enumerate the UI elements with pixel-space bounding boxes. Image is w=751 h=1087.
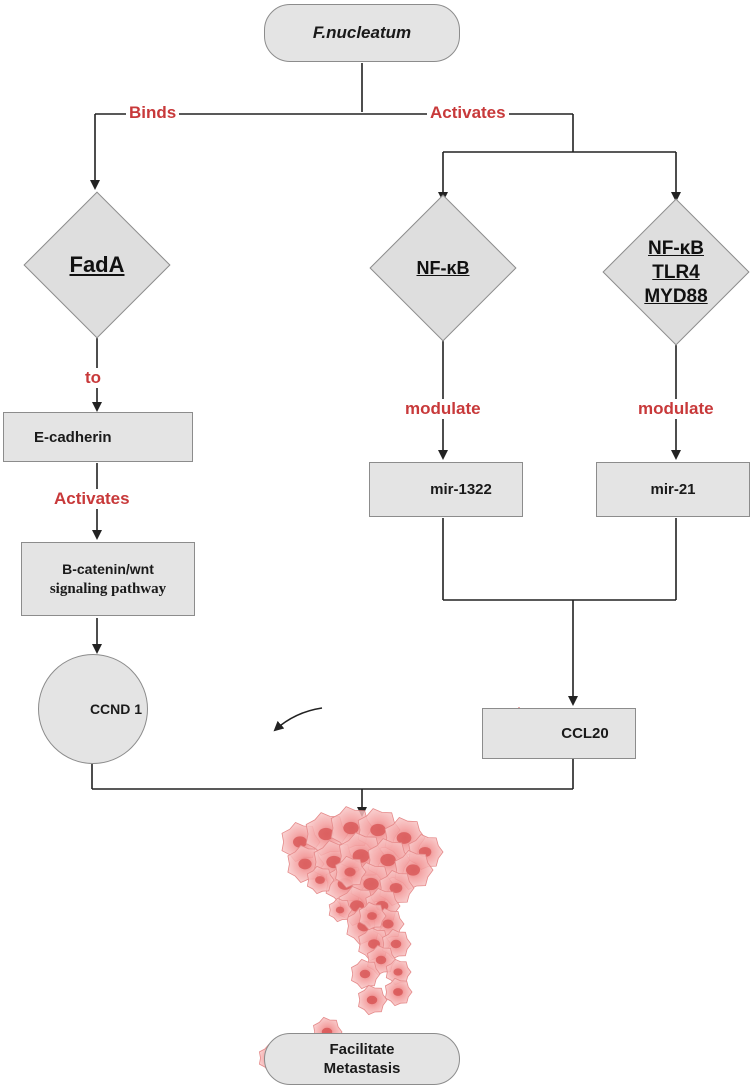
cancer-cell-nucleus bbox=[370, 823, 386, 837]
node-ccnd1: CCND 1 bbox=[38, 654, 148, 764]
node-ccl20-label: CCL20 bbox=[561, 725, 609, 742]
cancer-cell-nucleus bbox=[406, 864, 420, 876]
cancer-cell-nucleus bbox=[366, 995, 378, 1005]
node-facilitate-metastasis: Facilitate Metastasis bbox=[264, 1033, 460, 1085]
node-tlr4-line3: MYD88 bbox=[644, 286, 708, 307]
edge-label-activates-top: Activates bbox=[427, 103, 509, 123]
cancer-cell-nucleus bbox=[343, 821, 359, 835]
cancer-cell-nucleus bbox=[367, 912, 377, 920]
node-mir-21: mir-21 bbox=[596, 462, 750, 517]
node-tlr4-line2: TLR4 bbox=[652, 262, 700, 283]
node-facilitate-metastasis-line1: Facilitate bbox=[329, 1041, 395, 1058]
cancer-cell-nucleus bbox=[363, 877, 379, 891]
node-mir-1322: mir-1322 bbox=[369, 462, 523, 517]
cancer-cell-nucleus bbox=[380, 853, 396, 867]
cancer-cell-nucleus bbox=[393, 988, 403, 996]
node-mir-1322-label: mir-1322 bbox=[430, 481, 492, 498]
node-f-nucleatum-label: F.nucleatum bbox=[312, 23, 412, 42]
cancer-cell-nucleus bbox=[315, 876, 325, 884]
cancer-cell-nucleus bbox=[344, 867, 356, 877]
node-b-catenin-line2: signaling pathway bbox=[49, 581, 167, 597]
cancer-cell-nucleus bbox=[396, 832, 412, 844]
node-tlr4-label: NF-κB TLR4 MYD88 bbox=[616, 223, 736, 323]
cancer-cell-nucleus bbox=[382, 919, 394, 929]
edge-label-activates-mid: Activates bbox=[51, 489, 133, 509]
cancer-cell-nucleus bbox=[298, 858, 312, 870]
node-nfkb-label: NF-κB bbox=[416, 257, 470, 278]
cancer-cell-nucleus bbox=[318, 827, 334, 841]
node-f-nucleatum: F.nucleatum bbox=[264, 4, 460, 62]
edge-label-binds: Binds bbox=[126, 103, 180, 123]
cancer-cell-nucleus bbox=[375, 955, 387, 965]
cancer-cell-nucleus bbox=[293, 836, 307, 848]
node-tlr4-line1: NF-κB bbox=[648, 238, 704, 259]
edge-label-to: to bbox=[82, 368, 105, 388]
node-b-catenin: B-catenin/wnt signaling pathway bbox=[21, 542, 195, 616]
node-fada-label: FadA bbox=[69, 252, 125, 277]
node-b-catenin-line1: B-catenin/wnt bbox=[62, 561, 154, 577]
cancer-cell-nucleus bbox=[390, 939, 402, 949]
cancer-cell-nucleus bbox=[393, 968, 403, 976]
node-ccl20: CCL20 bbox=[482, 708, 636, 759]
edge-label-modulate-left: modulate bbox=[402, 399, 484, 419]
node-e-cadherin-label: E-cadherin bbox=[34, 428, 112, 446]
node-ccnd1-label: CCND 1 bbox=[89, 701, 143, 717]
node-mir-21-label: mir-21 bbox=[650, 481, 696, 498]
node-facilitate-metastasis-line2: Metastasis bbox=[323, 1060, 401, 1077]
cancer-cell-nucleus bbox=[389, 882, 403, 894]
edge-label-modulate-right: modulate bbox=[635, 399, 717, 419]
node-e-cadherin: E-cadherin bbox=[3, 412, 193, 462]
cancer-cell-nucleus bbox=[335, 906, 345, 914]
cancer-cell-nucleus bbox=[359, 969, 371, 979]
cancer-cells-icon bbox=[258, 806, 444, 1073]
